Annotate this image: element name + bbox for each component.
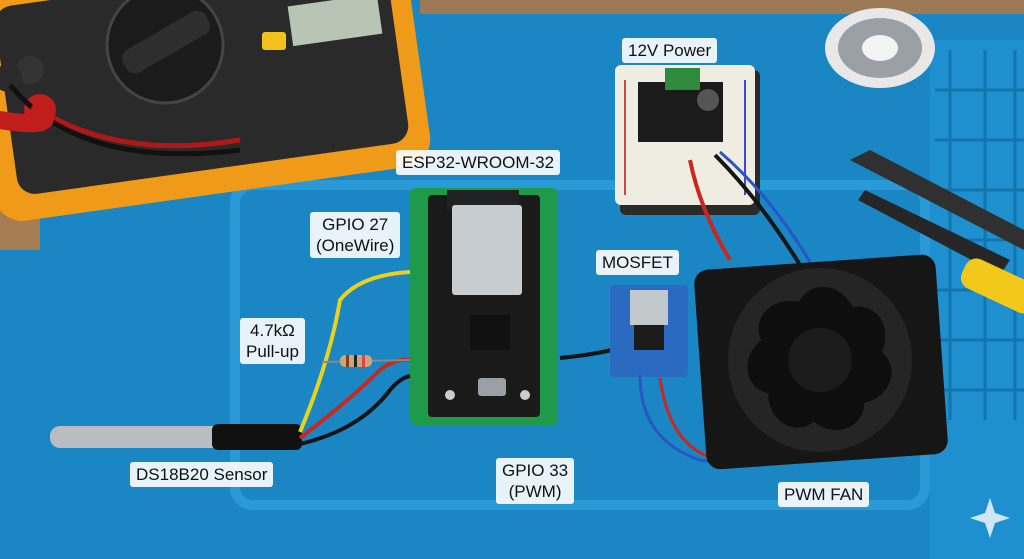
label-12v-power: 12V Power — [622, 38, 718, 63]
label-pwm-fan: PWM FAN — [778, 482, 870, 507]
breadboard — [615, 65, 760, 215]
label-ds18b20: DS18B20 Sensor — [130, 462, 274, 487]
label-mosfet-text: MOSFET — [602, 253, 673, 272]
wood-table-top — [420, 0, 1024, 14]
mosfet-module — [610, 285, 688, 377]
label-mosfet: MOSFET — [596, 250, 679, 275]
esp32-board — [410, 188, 558, 425]
label-pullup-line2: Pull-up — [246, 342, 299, 361]
label-gpio27-line2: (OneWire) — [316, 236, 395, 255]
label-gpio33-line1: GPIO 33 — [502, 461, 569, 480]
label-12v-power-text: 12V Power — [628, 41, 712, 60]
probe-red — [0, 101, 54, 133]
label-pullup: 4.7kΩ Pull-up — [240, 318, 305, 364]
label-gpio27-line1: GPIO 27 — [322, 215, 389, 234]
probe-lead-black — [8, 83, 241, 157]
pwm-signal-wire — [559, 348, 613, 360]
label-pullup-line1: 4.7kΩ — [250, 321, 295, 340]
label-esp32: ESP32-WROOM-32 — [396, 150, 561, 175]
pullup-resistor — [321, 355, 411, 367]
wire-strippers — [850, 150, 1024, 314]
label-ds18b20-text: DS18B20 Sensor — [136, 465, 268, 484]
label-pwm-fan-text: PWM FAN — [784, 485, 864, 504]
sensor-wire-black — [299, 374, 411, 446]
label-gpio33: GPIO 33 (PWM) — [496, 458, 575, 504]
solder-spool — [825, 8, 935, 88]
power-wire-red — [688, 159, 732, 262]
power-wire-black — [713, 153, 802, 267]
label-gpio33-line2: (PWM) — [508, 482, 562, 501]
sparkle-icon — [970, 498, 1010, 538]
label-gpio27: GPIO 27 (OneWire) — [310, 212, 401, 258]
power-wire-blue — [719, 150, 812, 263]
probe-lead-red — [38, 107, 241, 149]
sensor-wire-yellow — [298, 270, 411, 433]
pwm-fan — [694, 254, 948, 470]
ds18b20-probe — [50, 424, 302, 450]
label-esp32-text: ESP32-WROOM-32 — [402, 153, 555, 172]
